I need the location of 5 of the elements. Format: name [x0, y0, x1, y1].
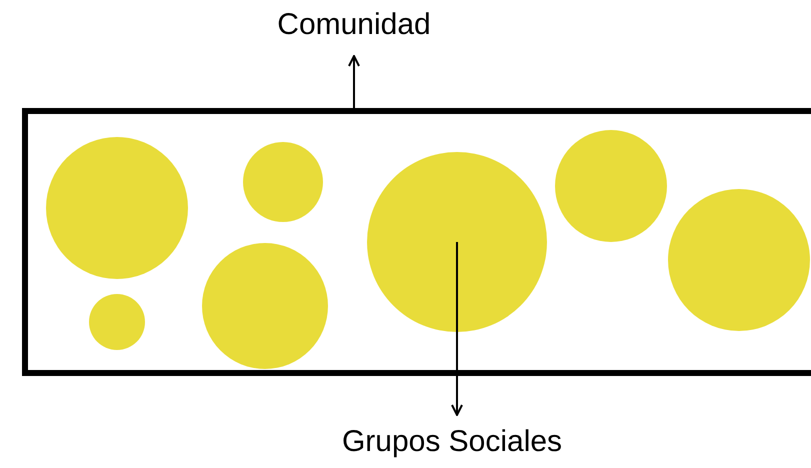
text-label: Comunidad	[264, 8, 444, 46]
text-label: Grupos Sociales	[322, 425, 582, 465]
arrow	[348, 55, 360, 108]
arrow	[451, 242, 463, 416]
community-box	[22, 108, 811, 376]
